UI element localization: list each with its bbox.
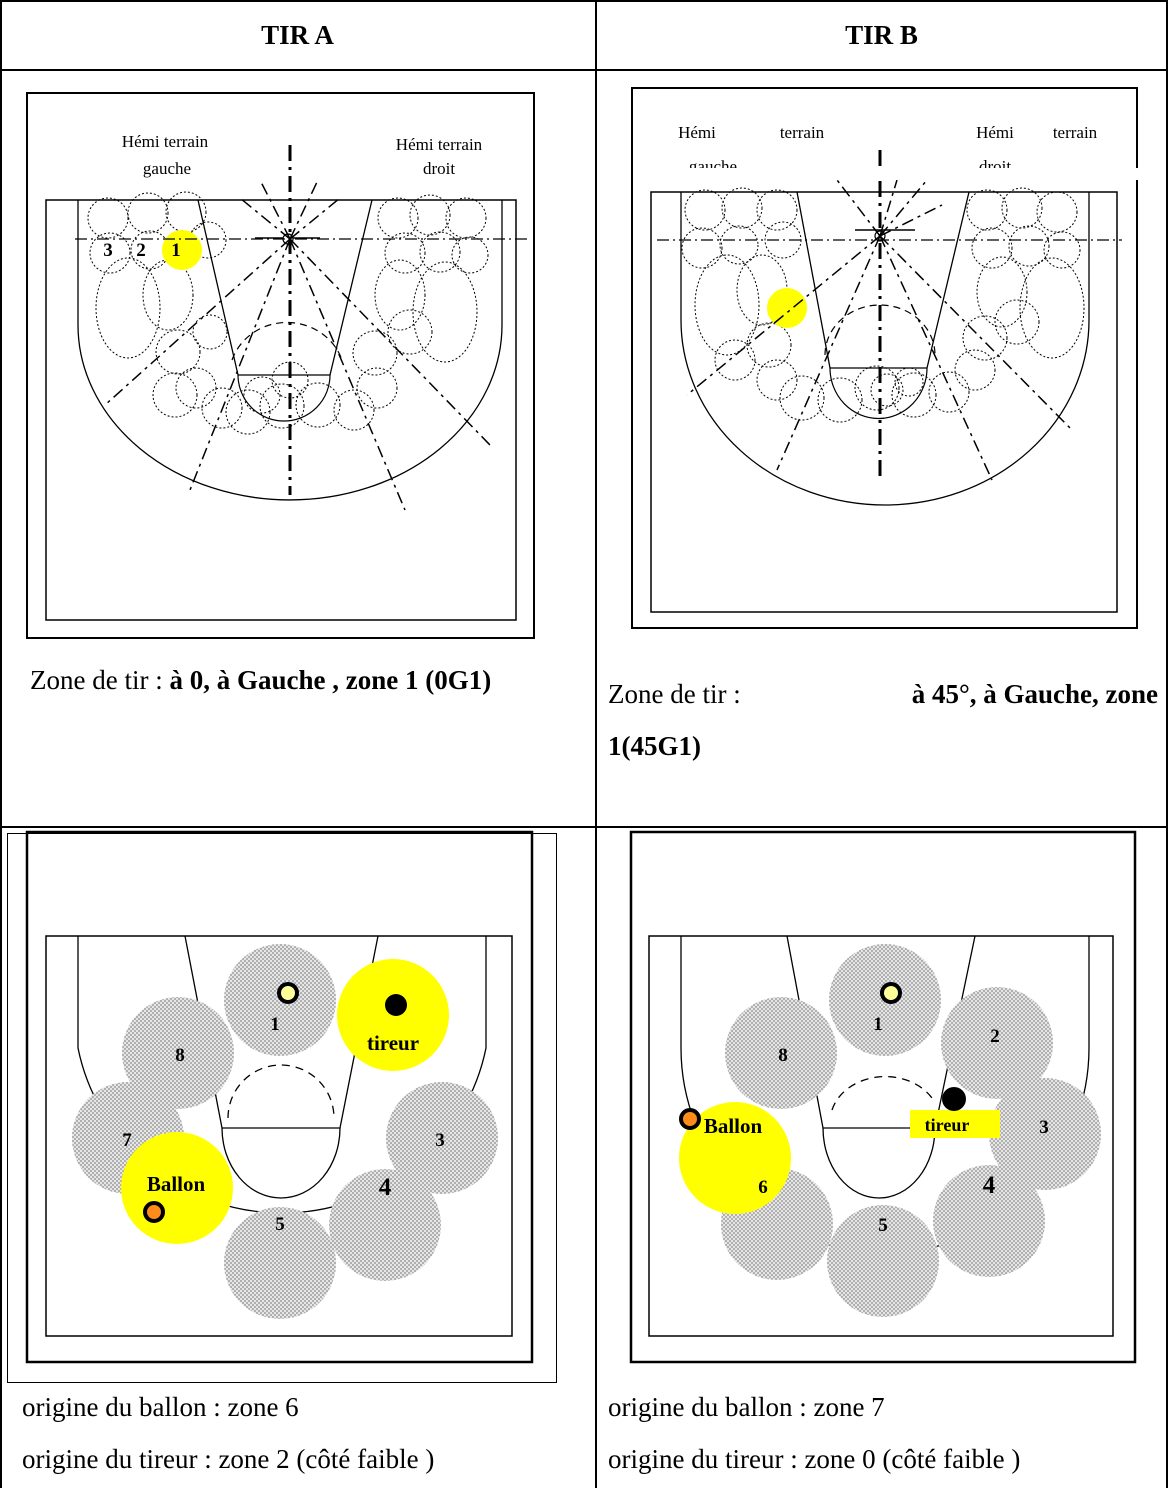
shooter-label: tireur (367, 1031, 419, 1055)
ball-origin-b: origine du ballon : zone 7 (608, 1392, 885, 1422)
court-diagram-tir-a: Hémi terrain gauche Hémi terrain droit 3… (26, 92, 535, 639)
half-right-label-b1b: terrain (1053, 123, 1098, 142)
table-top-border (0, 0, 1168, 2)
shooter-origin-a: origine du tireur : zone 2 (côté faible … (22, 1444, 435, 1474)
header-tir-b: TIR B (845, 19, 918, 50)
header-row-border (0, 69, 1168, 71)
shot-zone-caption-a: Zone de tir : à 0, à Gauche , zone 1 (0G… (30, 665, 492, 695)
ball-label: Ballon (704, 1114, 763, 1138)
table-right-border (1166, 0, 1168, 1488)
zone-number: 7 (122, 1130, 132, 1151)
zone-number: 5 (878, 1215, 888, 1236)
shooter-origin-b: origine du tireur : zone 0 (côté faible … (608, 1444, 1021, 1474)
zones-diagram-tir-a: 1 8 7 3 4 5 tireur Ballon (25, 830, 534, 1364)
zone-number: 5 (275, 1214, 285, 1235)
zone-number: 1 (171, 240, 181, 261)
zone-number: 4 (379, 1174, 392, 1201)
label-clip-b (640, 168, 1140, 180)
zone-number: 8 (175, 1045, 185, 1066)
half-left-label-a1: Hémi terrain (122, 132, 209, 151)
half-right-label-a2: droit (423, 159, 455, 178)
zones-diagram-tir-b: 1 8 2 3 4 5 6 tireur Ballon (629, 830, 1137, 1364)
ball-label: Ballon (147, 1172, 206, 1196)
zone-number: 3 (103, 240, 113, 261)
bottom-a-outer-frame (7, 833, 557, 1383)
zone-number: 1 (270, 1014, 280, 1035)
zone-number: 8 (778, 1045, 788, 1066)
half-left-label-b1: Hémi (678, 123, 716, 142)
table-left-border (0, 0, 2, 1488)
zone-number: 4 (983, 1172, 996, 1199)
zone-number: 3 (435, 1130, 445, 1151)
half-right-label-b1: Hémi (976, 123, 1014, 142)
column-divider (595, 0, 597, 1488)
half-left-label-b1b: terrain (780, 123, 825, 142)
zone-number: 1 (873, 1014, 883, 1035)
zone-number: 2 (990, 1026, 1000, 1047)
zone-number: 2 (136, 240, 146, 261)
shooter-label: tireur (925, 1115, 970, 1135)
middle-row-border (0, 826, 1168, 828)
half-left-label-a2: gauche (143, 159, 191, 178)
zone-number: 3 (1039, 1117, 1049, 1138)
shot-zone-caption-b: Zone de tir : à 45°, à Gauche, zone 1(45… (608, 679, 1158, 761)
half-right-label-a1: Hémi terrain (396, 135, 483, 154)
zone-number: 6 (758, 1177, 768, 1198)
ball-origin-a: origine du ballon : zone 6 (22, 1392, 299, 1422)
header-tir-a: TIR A (261, 19, 334, 50)
court-diagram-tir-b: Hémi terrain gauche Hémi terrain droit (631, 87, 1138, 629)
